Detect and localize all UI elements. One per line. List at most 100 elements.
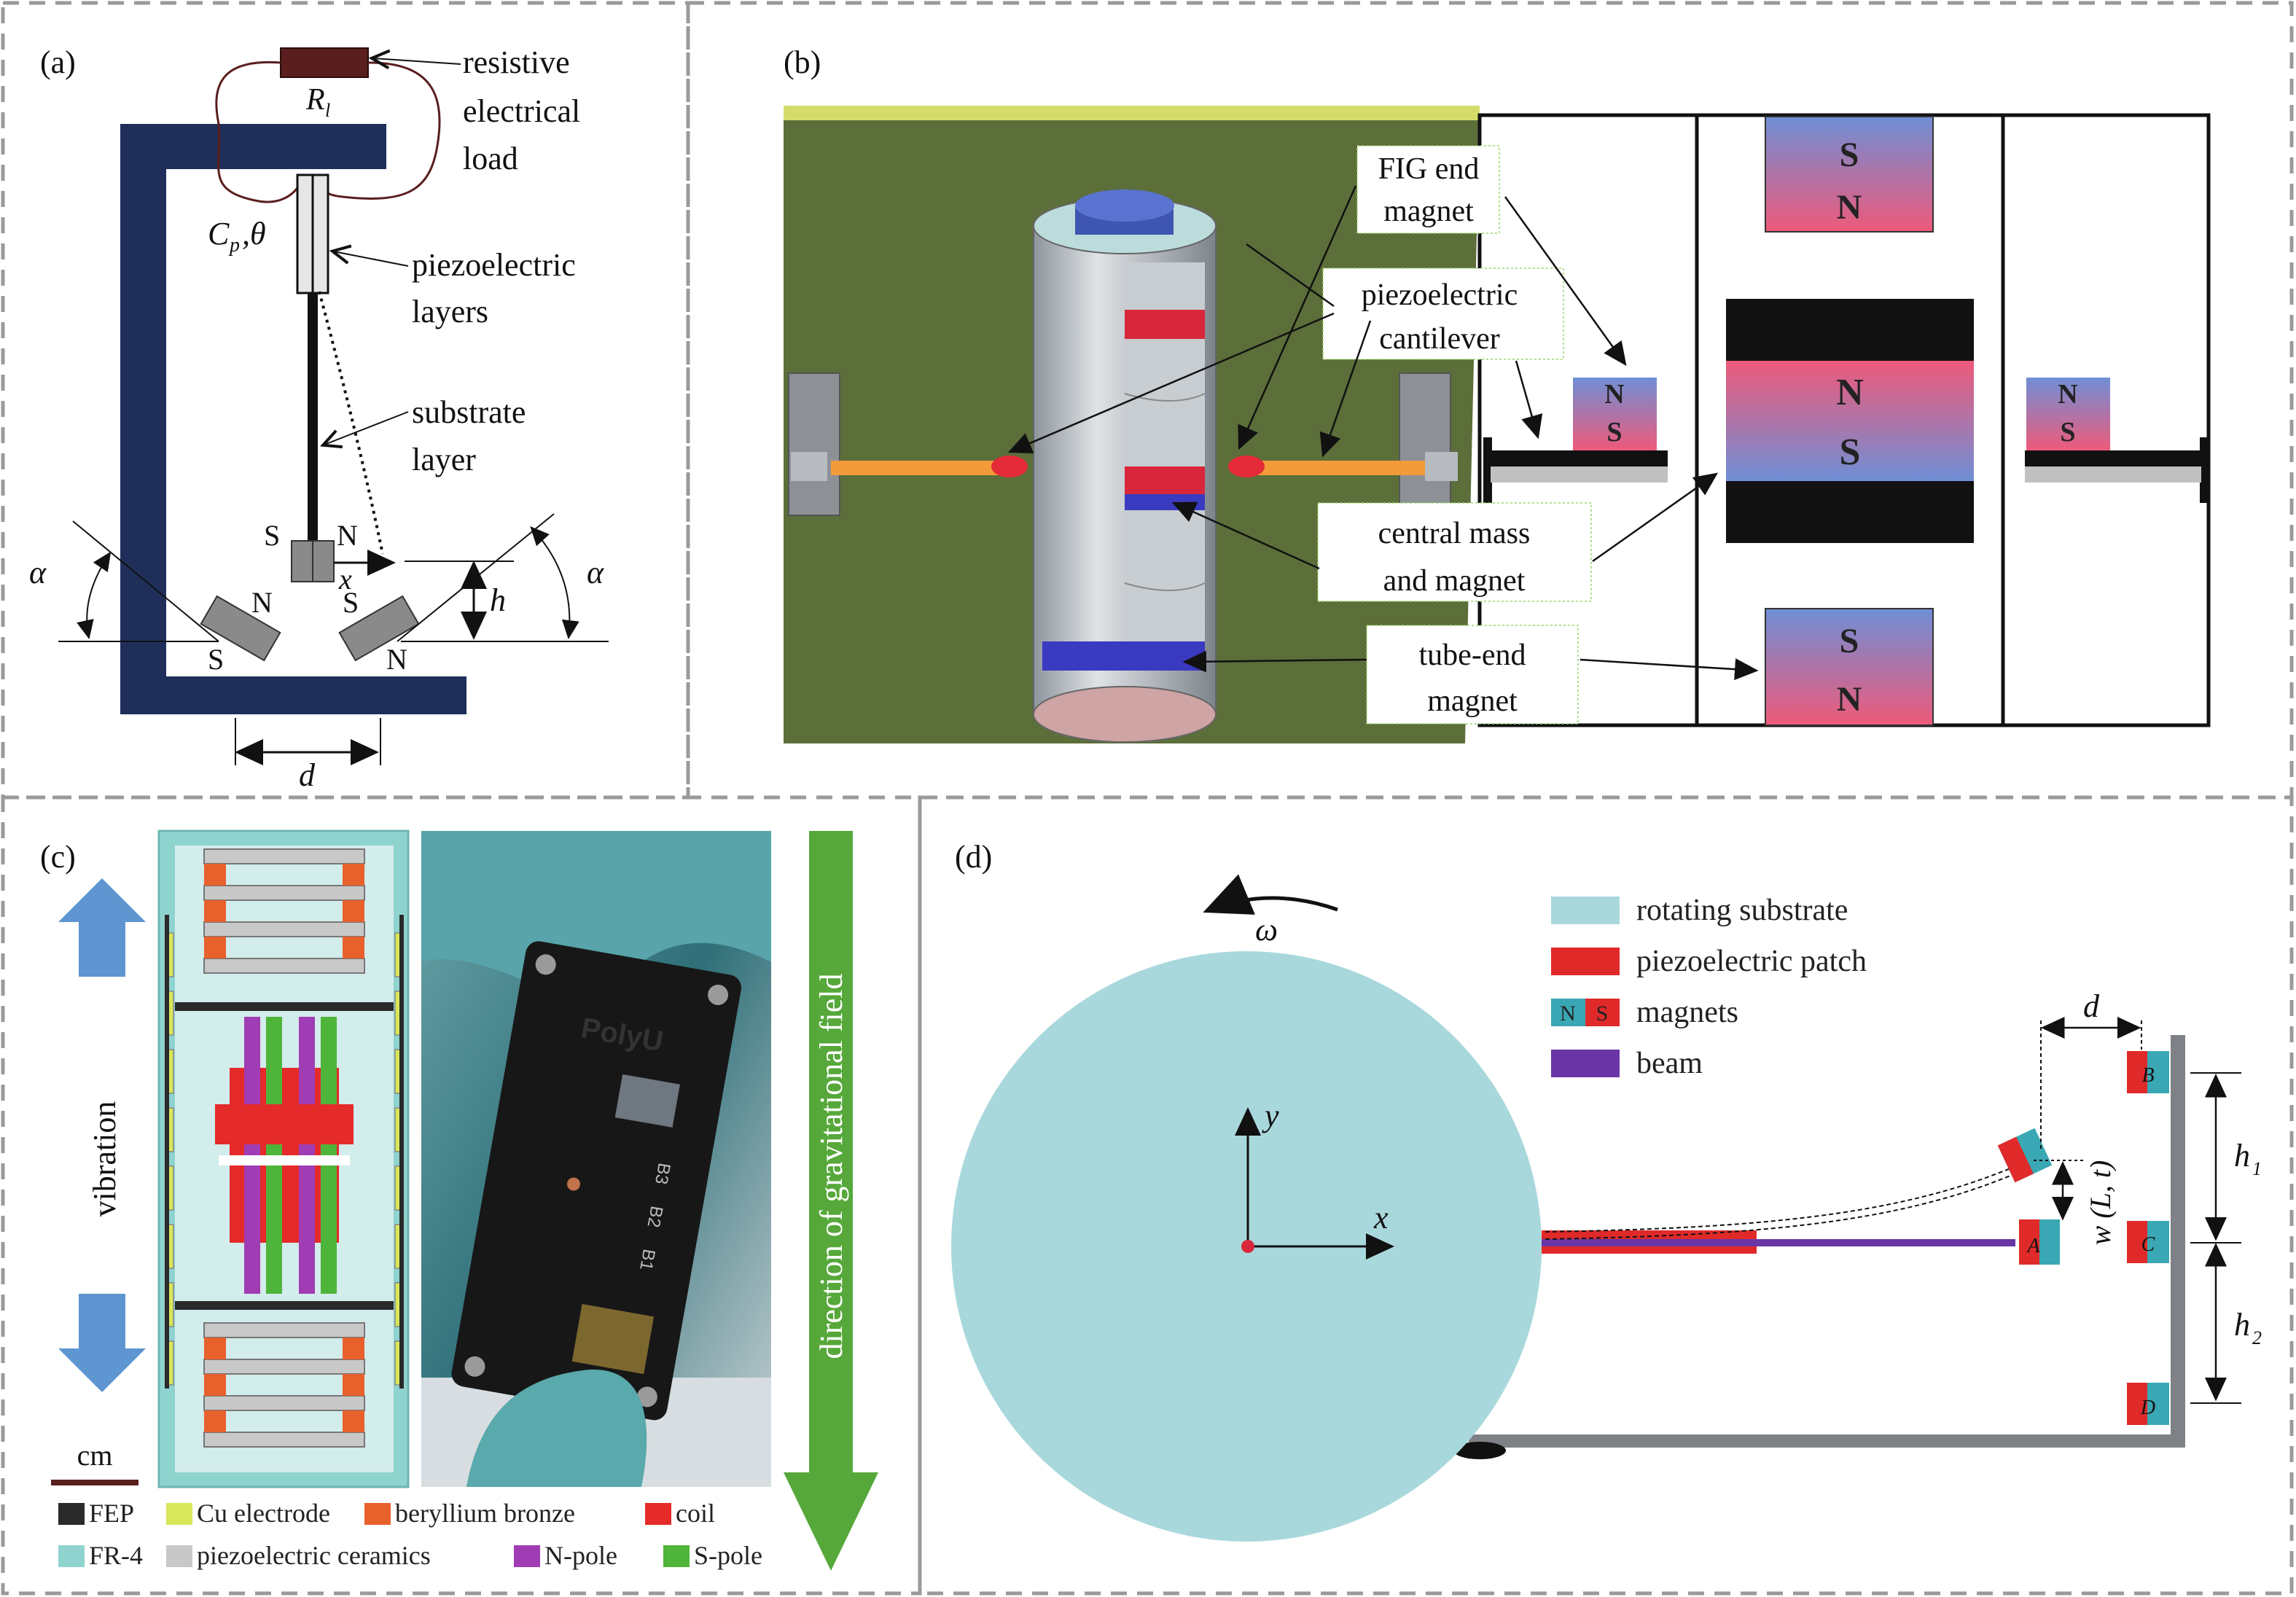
panel-b: (b) S N — [784, 44, 2211, 743]
device-body: PolyU B3 B2 B1 — [451, 941, 741, 1421]
panel-d-tag: (d) — [955, 839, 992, 875]
load-wire-left — [215, 60, 300, 203]
omega-arrow — [1203, 874, 1338, 915]
svg-text:beryllium bronze: beryllium bronze — [395, 1499, 575, 1528]
svg-text:N: N — [1604, 379, 1624, 410]
h1-label: h — [2234, 1138, 2250, 1174]
svg-text:FR-4: FR-4 — [89, 1541, 143, 1570]
load-symbol: R — [305, 83, 325, 117]
left-mag-S: S — [208, 643, 224, 676]
h1-sub: 1 — [2252, 1158, 2262, 1179]
central-mass-label-2: and magnet — [1383, 564, 1526, 598]
left-small-magnet — [1573, 378, 1657, 450]
load-label-2: electrical — [463, 93, 580, 129]
y-axis-label: y — [1262, 1098, 1279, 1133]
right-small-magnet — [2026, 378, 2110, 450]
piezo-cantilever-label-2: cantilever — [1379, 322, 1500, 356]
svg-text:Cu electrode: Cu electrode — [197, 1499, 330, 1528]
fig-end-magnet-label-2: magnet — [1383, 195, 1474, 228]
load-label-3: load — [463, 141, 518, 176]
right-mag-N: N — [386, 643, 407, 676]
svg-text:piezoelectric patch: piezoelectric patch — [1636, 945, 1867, 978]
alpha-left: α — [29, 555, 47, 590]
cap-sub: p — [228, 234, 240, 257]
left-clamp — [788, 372, 840, 516]
h2-label: h — [2234, 1307, 2250, 1343]
top-stack — [203, 848, 365, 974]
svg-text:N: N — [1560, 1001, 1576, 1026]
right-schem-cantilever — [2025, 450, 2201, 466]
gravity-label: direction of gravitational field — [813, 973, 849, 1359]
substrate-label-2: layer — [412, 442, 476, 477]
right-mag-S: S — [343, 586, 359, 619]
svg-text:B3: B3 — [651, 1161, 674, 1186]
piezo-cantilever-label-1: piezoelectric — [1362, 278, 1518, 312]
svg-text:beam: beam — [1636, 1047, 1703, 1080]
gravity-arrow — [784, 831, 878, 1571]
deflected-beam-d — [1545, 1165, 2016, 1233]
vibration-down-arrow — [58, 1294, 146, 1392]
load-sub: l — [325, 100, 330, 121]
frame-bottom — [1469, 1434, 2184, 1448]
right-angled-magnet — [338, 595, 420, 662]
central-mass-label-1: central mass — [1378, 517, 1531, 550]
panel-d-legend: rotating substrate piezoelectric patch N… — [1551, 894, 1867, 1080]
alpha-right: α — [587, 555, 604, 590]
d-label: d — [299, 757, 316, 793]
panel-a: (a) R l resistive electrical load C p ,θ… — [29, 44, 609, 793]
svg-text:magnets: magnets — [1636, 996, 1738, 1029]
left-schem-cantilever — [1491, 450, 1668, 466]
left-cantilever — [831, 461, 1010, 475]
vibration-up-arrow — [58, 878, 146, 977]
panel-c-legend: FEP Cu electrode beryllium bronze coil F… — [58, 1499, 762, 1570]
h2-sub: 2 — [2252, 1327, 2262, 1348]
tube-end-magnet-label-2: magnet — [1427, 684, 1518, 718]
svg-text:D: D — [2140, 1397, 2155, 1419]
panel-c-tag: (c) — [40, 839, 76, 875]
tip-N: N — [337, 519, 358, 552]
h-label: h — [490, 582, 506, 618]
svg-text:S-pole: S-pole — [694, 1541, 762, 1570]
frame — [120, 124, 466, 714]
x-axis-label: x — [1373, 1200, 1389, 1235]
resistive-load — [280, 47, 369, 78]
panel-a-tag: (a) — [40, 44, 76, 80]
substrate-label-1: substrate — [412, 394, 526, 430]
cap-rest: ,θ — [242, 216, 266, 251]
tilted-tip-magnet — [1997, 1128, 2053, 1183]
fig-end-magnet-label-1: FIG end — [1378, 152, 1480, 186]
svg-text:N: N — [1836, 372, 1864, 413]
omega-label: ω — [1255, 912, 1278, 948]
vibration-label: vibration — [87, 1101, 122, 1217]
substrate-layer — [308, 293, 318, 541]
beam — [1542, 1239, 2015, 1246]
svg-text:rotating substrate: rotating substrate — [1636, 894, 1848, 927]
load-label-1: resistive — [463, 44, 570, 80]
svg-text:B2: B2 — [644, 1204, 667, 1229]
svg-text:B1: B1 — [636, 1247, 659, 1272]
svg-text:C: C — [2141, 1233, 2155, 1256]
panel-b-tag: (b) — [784, 44, 821, 80]
w-label: w (L, t) — [2084, 1160, 2117, 1246]
svg-text:piezoelectric ceramics: piezoelectric ceramics — [197, 1541, 431, 1570]
svg-text:N: N — [2058, 379, 2077, 410]
piezo-label-2: layers — [412, 294, 488, 329]
svg-text:S: S — [1840, 622, 1859, 660]
svg-text:S: S — [1606, 417, 1622, 448]
svg-text:N: N — [1837, 188, 1862, 227]
frame-right — [2171, 1035, 2185, 1448]
tip-S: S — [264, 519, 280, 552]
deflected-beam — [318, 291, 384, 555]
load-wire-right — [319, 61, 441, 200]
left-angled-magnet — [200, 595, 281, 662]
center-magnets — [215, 1017, 354, 1294]
right-clamp — [1399, 372, 1451, 516]
tube-end-magnet-label-1: tube-end — [1419, 639, 1526, 672]
right-cantilever — [1246, 461, 1425, 475]
svg-text:N-pole: N-pole — [544, 1541, 617, 1570]
top-magnet — [1765, 116, 1934, 233]
central-magnet — [1726, 361, 1974, 481]
panel-c: (c) vibration — [40, 829, 878, 1571]
